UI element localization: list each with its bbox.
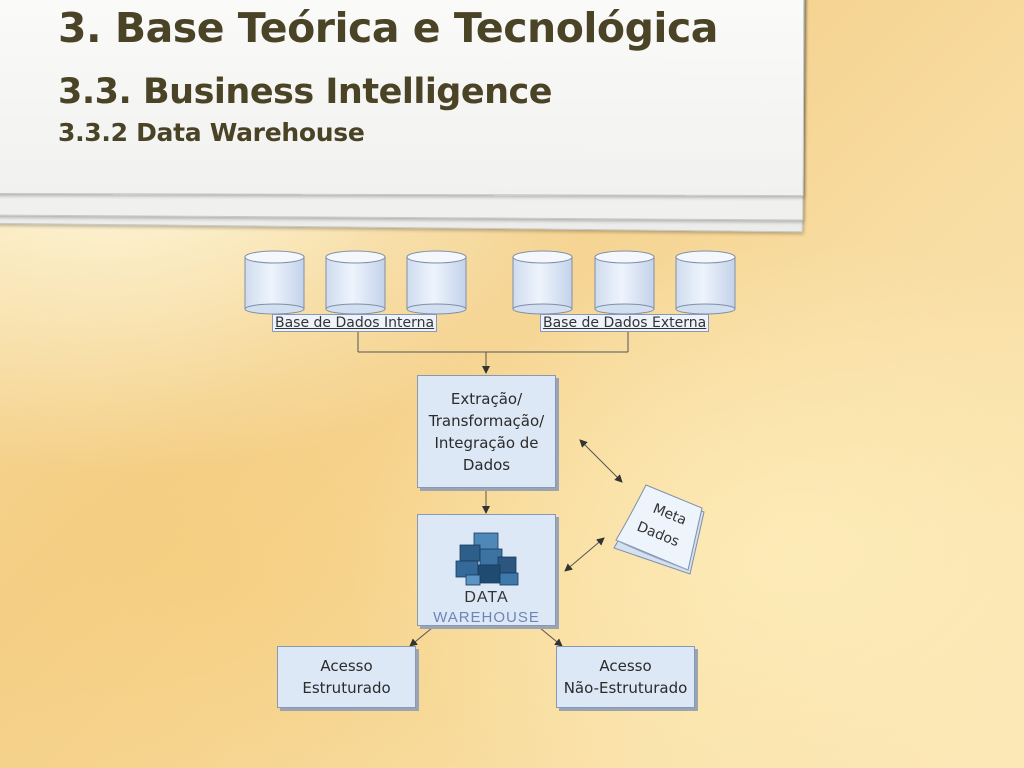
- slide-title: 3. Base Teórica e Tecnológica: [58, 4, 718, 52]
- database-cylinder-icon: [325, 250, 386, 315]
- dw-label-data: DATA: [464, 589, 509, 606]
- structured-access-line1: Acesso: [320, 657, 373, 675]
- warehouse-meta-double-arrow: [564, 537, 605, 572]
- external-database-cylinders: [512, 250, 736, 315]
- database-cylinder-icon: [244, 250, 305, 315]
- data-warehouse-box: DATA WAREHOUSE: [417, 514, 556, 626]
- internal-database-label: Base de Dados Interna: [272, 314, 438, 332]
- external-database-label: Base de Dados Externa: [540, 314, 710, 332]
- etl-label-line2: Transformação/: [428, 411, 545, 430]
- title-block: 3. Base Teórica e Tecnológica 3.3. Busin…: [58, 0, 718, 149]
- etl-label-line1: Extração/: [450, 389, 523, 408]
- database-cylinder-icon: [512, 250, 573, 315]
- etl-label-line4: Dados: [462, 455, 511, 474]
- warehouse-to-unstructured-arrow: [539, 627, 563, 647]
- unstructured-access-line2: Não-Estruturado: [563, 679, 688, 697]
- etl-meta-double-arrow: [579, 439, 623, 483]
- structured-access-box: Acesso Estruturado: [277, 646, 416, 708]
- etl-box: Extração/ Transformação/ Integração de D…: [417, 375, 556, 488]
- warehouse-to-structured-arrow: [409, 627, 433, 647]
- meta-data-book-icon: Meta Dados: [613, 484, 705, 575]
- unstructured-access-line1: Acesso: [599, 657, 652, 675]
- data-cubes-icon: [455, 532, 519, 586]
- dw-label-warehouse: WAREHOUSE: [433, 609, 540, 626]
- slide-section-title: 3.3. Business Intelligence: [58, 72, 553, 112]
- structured-access-line2: Estruturado: [302, 679, 391, 697]
- database-cylinder-icon: [594, 250, 655, 315]
- database-cylinder-icon: [406, 250, 467, 315]
- internal-database-cylinders: [244, 250, 467, 315]
- database-cylinder-icon: [675, 250, 736, 315]
- etl-label-line3: Integração de: [434, 433, 539, 452]
- source-connector: [357, 331, 629, 374]
- slide-subsection-title: 3.3.2 Data Warehouse: [58, 118, 365, 147]
- unstructured-access-box: Acesso Não-Estruturado: [556, 646, 695, 708]
